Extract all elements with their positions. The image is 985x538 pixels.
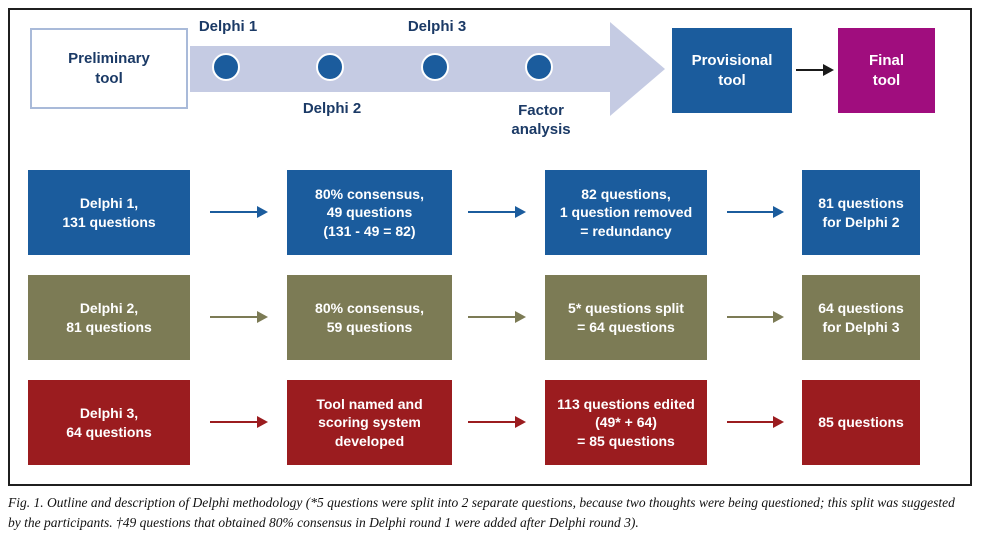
- flow-box: 64 questions for Delphi 3: [802, 275, 920, 360]
- flow-arrow: [468, 206, 526, 218]
- timeline-dot-delphi-2: [316, 53, 344, 81]
- timeline-label-delphi-2: Delphi 2: [302, 100, 362, 117]
- flow-box: 81 questions for Delphi 2: [802, 170, 920, 255]
- flow-arrow: [210, 206, 268, 218]
- flow-box: Delphi 1, 131 questions: [28, 170, 190, 255]
- timeline-label-factor-analysis: Factor analysis: [511, 102, 571, 138]
- flow-arrow: [796, 64, 834, 76]
- timeline-arrow-head-icon: [610, 22, 665, 116]
- flow-arrow: [468, 311, 526, 323]
- flow-arrow: [468, 416, 526, 428]
- flow-box: 80% consensus, 59 questions: [287, 275, 452, 360]
- timeline-dot-delphi-3: [421, 53, 449, 81]
- flow-box: 85 questions: [802, 380, 920, 465]
- flow-box: Delphi 2, 81 questions: [28, 275, 190, 360]
- preliminary-tool-box: Preliminary tool: [30, 28, 188, 109]
- figure-caption: Fig. 1. Outline and description of Delph…: [8, 495, 955, 530]
- flow-box: 113 questions edited (49* + 64) = 85 que…: [545, 380, 707, 465]
- flow-arrow: [727, 311, 784, 323]
- timeline-label-delphi-1: Delphi 1: [198, 18, 258, 35]
- flow-box: Delphi 3, 64 questions: [28, 380, 190, 465]
- flow-box: 82 questions, 1 question removed = redun…: [545, 170, 707, 255]
- provisional-tool-box: Provisional tool: [672, 28, 792, 113]
- timeline-label-delphi-3: Delphi 3: [407, 18, 467, 35]
- flow-arrow: [210, 311, 268, 323]
- flow-arrow: [727, 206, 784, 218]
- flow-arrow: [727, 416, 784, 428]
- final-tool-box: Final tool: [838, 28, 935, 113]
- flow-box: 5* questions split = 64 questions: [545, 275, 707, 360]
- timeline-dot-delphi-1: [212, 53, 240, 81]
- flow-box: Tool named and scoring system developed: [287, 380, 452, 465]
- flow-box: 80% consensus, 49 questions (131 - 49 = …: [287, 170, 452, 255]
- flow-arrow: [210, 416, 268, 428]
- timeline-dot-factor-analysis: [525, 53, 553, 81]
